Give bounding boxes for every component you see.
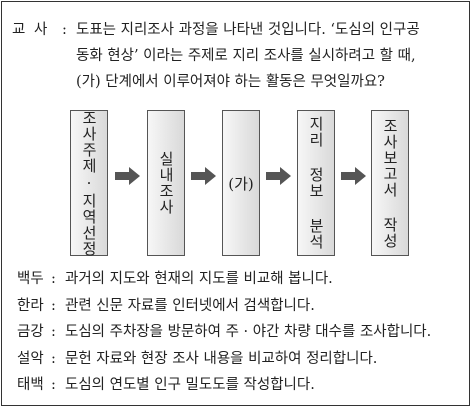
teacher-colon: : — [62, 22, 67, 38]
step-label-report: 조사보고서 작성 — [381, 117, 399, 249]
answer-colon: : — [51, 350, 56, 367]
step-label-ga: (가) — [228, 174, 254, 193]
answer-text: 도심의 주차장을 방문하여 주 · 야간 차량 대수를 조사합니다. — [65, 324, 432, 340]
right-arrow-icon — [115, 167, 140, 185]
answer-row-baekdu: 백두 : 과거의 지도와 현재의 지도를 비교해 봅니다. — [17, 266, 431, 293]
answer-name: 설악 — [17, 350, 44, 367]
answer-colon: : — [51, 271, 56, 287]
answer-row-taebaek: 태백 : 도심의 연도별 인구 밀도도를 작성합니다. — [17, 372, 431, 399]
answer-name: 태백 — [17, 377, 44, 393]
right-arrow-icon — [266, 167, 291, 185]
step-box-indoor-survey: 실내조사 — [147, 110, 185, 256]
step-label-geo-analysis: 지리 정보 분석 — [307, 116, 325, 250]
right-arrow-icon — [341, 167, 366, 185]
answer-colon: : — [51, 297, 56, 314]
answer-text: 과거의 지도와 현재의 지도를 비교해 봅니다. — [65, 271, 333, 287]
right-arrow-icon — [191, 167, 216, 185]
teacher-statement: 교 사 : 도표는 지리조사 과정을 나타낸 것입니다. ‘도심의 인구공 동화… — [12, 17, 420, 95]
answer-name: 백두 — [17, 271, 44, 287]
answer-text: 문헌 자료와 현장 조사 내용을 비교하여 정리합니다. — [65, 350, 378, 367]
answer-text: 도심의 연도별 인구 밀도도를 작성합니다. — [65, 377, 315, 393]
teacher-line-2: 동화 현상’ 이라는 주제로 지리 조사를 실시하려고 할 때, — [76, 48, 416, 64]
step-box-geo-analysis: 지리 정보 분석 — [297, 110, 335, 256]
answer-colon: : — [51, 377, 56, 393]
student-answers: 백두 : 과거의 지도와 현재의 지도를 비교해 봅니다. 한라 : 관련 신문… — [17, 266, 431, 399]
step-label-indoor-survey: 실내조사 — [157, 151, 175, 215]
step-label-topic-selection: 조사주제·지역선정 — [80, 109, 98, 257]
answer-row-seorak: 설악 : 문헌 자료와 현장 조사 내용을 비교하여 정리합니다. — [17, 346, 431, 373]
step-box-report: 조사보고서 작성 — [371, 110, 409, 256]
answer-row-geumgang: 금강 : 도심의 주차장을 방문하여 주 · 야간 차량 대수를 조사합니다. — [17, 319, 431, 346]
teacher-line-1: 도표는 지리조사 과정을 나타낸 것입니다. ‘도심의 인구공 — [76, 22, 420, 38]
step-box-topic-selection: 조사주제·지역선정 — [70, 109, 108, 257]
answer-name: 한라 — [17, 297, 44, 314]
answer-colon: : — [51, 324, 56, 340]
answer-row-halla: 한라 : 관련 신문 자료를 인터넷에서 검색합니다. — [17, 293, 431, 320]
step-box-ga: (가) — [222, 110, 260, 256]
teacher-line-3: (가) 단계에서 이루어져야 하는 활동은 무엇일까요? — [76, 74, 385, 90]
answer-name: 금강 — [17, 324, 44, 340]
teacher-speaker: 교 사 — [12, 22, 50, 38]
answer-text: 관련 신문 자료를 인터넷에서 검색합니다. — [65, 297, 315, 314]
